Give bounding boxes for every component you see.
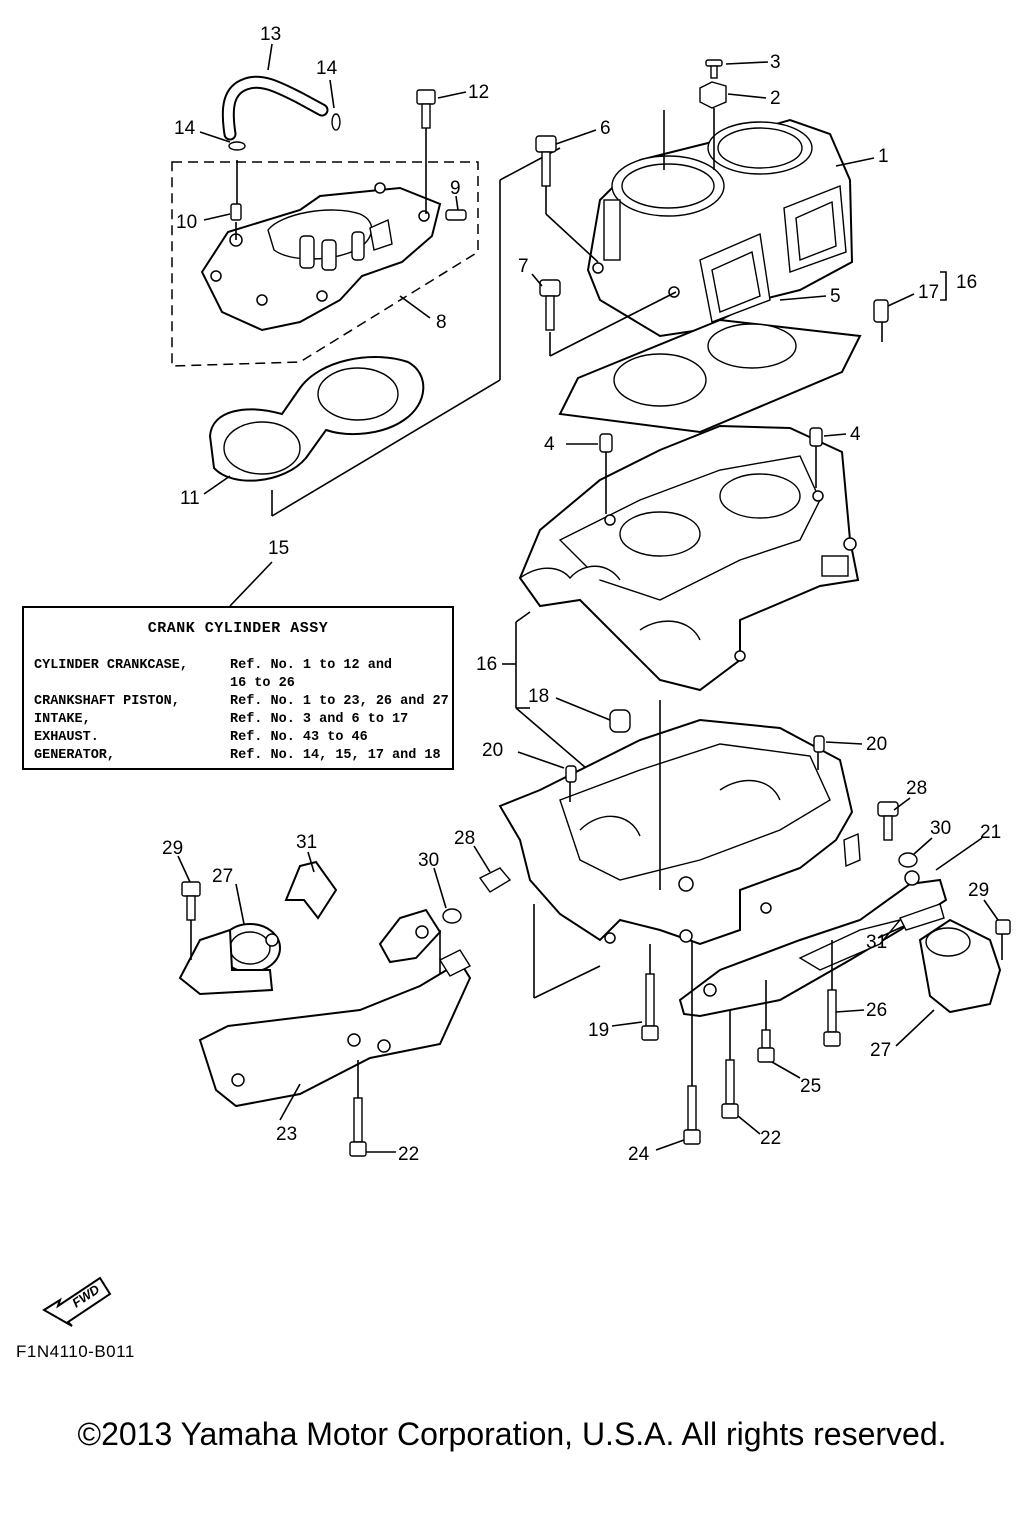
callout-16b: 16 bbox=[476, 654, 497, 675]
callout-16a: 16 bbox=[956, 272, 977, 293]
callout-5: 5 bbox=[830, 286, 841, 307]
assembly-row: CRANKSHAFT PISTON, Ref. No. 1 to 23, 26 a… bbox=[34, 694, 449, 709]
callout-24: 24 bbox=[628, 1144, 650, 1165]
callout-30a: 30 bbox=[418, 850, 439, 871]
callout-14a: 14 bbox=[316, 58, 338, 79]
forward-arrow-icon: FWD bbox=[40, 1270, 120, 1332]
callout-2: 2 bbox=[770, 88, 781, 109]
assembly-row: GENERATOR, Ref. No. 14, 15, 17 and 18 bbox=[34, 748, 441, 763]
callout-31a: 31 bbox=[296, 832, 317, 853]
assembly-box-title: CRANK CYLINDER ASSY bbox=[147, 620, 329, 637]
left-engine-mount-group bbox=[178, 860, 472, 1157]
callout-15: 15 bbox=[268, 538, 289, 559]
assembly-row-value: Ref. No. 1 to 23, 26 and 27 bbox=[230, 694, 449, 709]
callout-20a: 20 bbox=[482, 740, 503, 761]
assembly-reference-box: CRANK CYLINDER ASSY CYLINDER CRANKCASE, R… bbox=[22, 606, 454, 770]
callout-14b: 14 bbox=[174, 118, 196, 139]
callout-7: 7 bbox=[518, 256, 529, 277]
assembly-row: CYLINDER CRANKCASE, Ref. No. 1 to 12 and bbox=[34, 658, 392, 673]
callout-4a: 4 bbox=[544, 434, 555, 455]
assembly-row: EXHAUST. Ref. No. 43 to 46 bbox=[34, 730, 368, 745]
cylinder-head-cover-group bbox=[171, 75, 561, 517]
callout-8: 8 bbox=[436, 312, 447, 333]
callout-22a: 22 bbox=[398, 1144, 419, 1165]
callout-leaders bbox=[177, 43, 999, 1153]
callout-11: 11 bbox=[180, 488, 200, 509]
callout-10: 10 bbox=[176, 212, 197, 233]
callout-27a: 27 bbox=[212, 866, 233, 887]
cylinder-block-group bbox=[535, 59, 889, 434]
callout-6: 6 bbox=[600, 118, 611, 139]
callout-12: 12 bbox=[468, 82, 489, 103]
callout-22b: 22 bbox=[760, 1128, 781, 1149]
callout-31b: 31 bbox=[866, 932, 887, 953]
callout-13: 13 bbox=[260, 24, 281, 45]
callout-25: 25 bbox=[800, 1076, 821, 1097]
lower-crankcase-group bbox=[442, 700, 854, 999]
assembly-row-key: CRANKSHAFT PISTON, bbox=[34, 694, 180, 709]
callout-30b: 30 bbox=[930, 818, 951, 839]
assembly-row-key: CYLINDER CRANKCASE, bbox=[34, 658, 188, 673]
assembly-row-value: Ref. No. 3 and 6 to 17 bbox=[230, 712, 409, 727]
assembly-row-value: Ref. No. 43 to 46 bbox=[230, 730, 368, 745]
callout-17: 17 bbox=[918, 282, 939, 303]
callout-28b: 28 bbox=[454, 828, 475, 849]
assembly-row-key: INTAKE, bbox=[34, 712, 91, 727]
callout-27b: 27 bbox=[870, 1040, 891, 1061]
assembly-row-key: GENERATOR, bbox=[34, 748, 116, 763]
callout-18: 18 bbox=[528, 686, 549, 707]
assembly-row-value: Ref. No. 14, 15, 17 and 18 bbox=[230, 748, 441, 763]
upper-crankcase-group bbox=[515, 424, 860, 781]
callout-19: 19 bbox=[588, 1020, 609, 1041]
callout-29b: 29 bbox=[968, 880, 989, 901]
assembly-row-value: 16 to 26 bbox=[230, 676, 295, 691]
callout-29a: 29 bbox=[162, 838, 183, 859]
assembly-row-value: Ref. No. 1 to 12 and bbox=[230, 658, 393, 673]
group-bracket bbox=[940, 271, 947, 301]
copyright-notice: ©2013 Yamaha Motor Corporation, U.S.A. A… bbox=[77, 1416, 947, 1452]
callout-1: 1 bbox=[878, 146, 889, 167]
callout-4b: 4 bbox=[850, 424, 861, 445]
assembly-row: 16 to 26 bbox=[34, 676, 295, 691]
assembly-row-key: EXHAUST. bbox=[34, 730, 99, 745]
callout-21: 21 bbox=[980, 822, 1001, 843]
assembly-row: INTAKE, Ref. No. 3 and 6 to 17 bbox=[34, 712, 408, 727]
callout-3: 3 bbox=[770, 52, 781, 73]
callout-20b: 20 bbox=[866, 734, 887, 755]
callout-26: 26 bbox=[866, 1000, 887, 1021]
callout-9: 9 bbox=[450, 178, 461, 199]
callout-23: 23 bbox=[276, 1124, 297, 1145]
drawing-code: F1N4110-B011 bbox=[16, 1342, 135, 1361]
callout-28a: 28 bbox=[906, 778, 927, 799]
callout-numbers: 13 14 14 12 3 2 6 1 9 10 8 7 5 17 16 11 … bbox=[162, 24, 1001, 1165]
right-engine-mount-group bbox=[641, 801, 1011, 1145]
